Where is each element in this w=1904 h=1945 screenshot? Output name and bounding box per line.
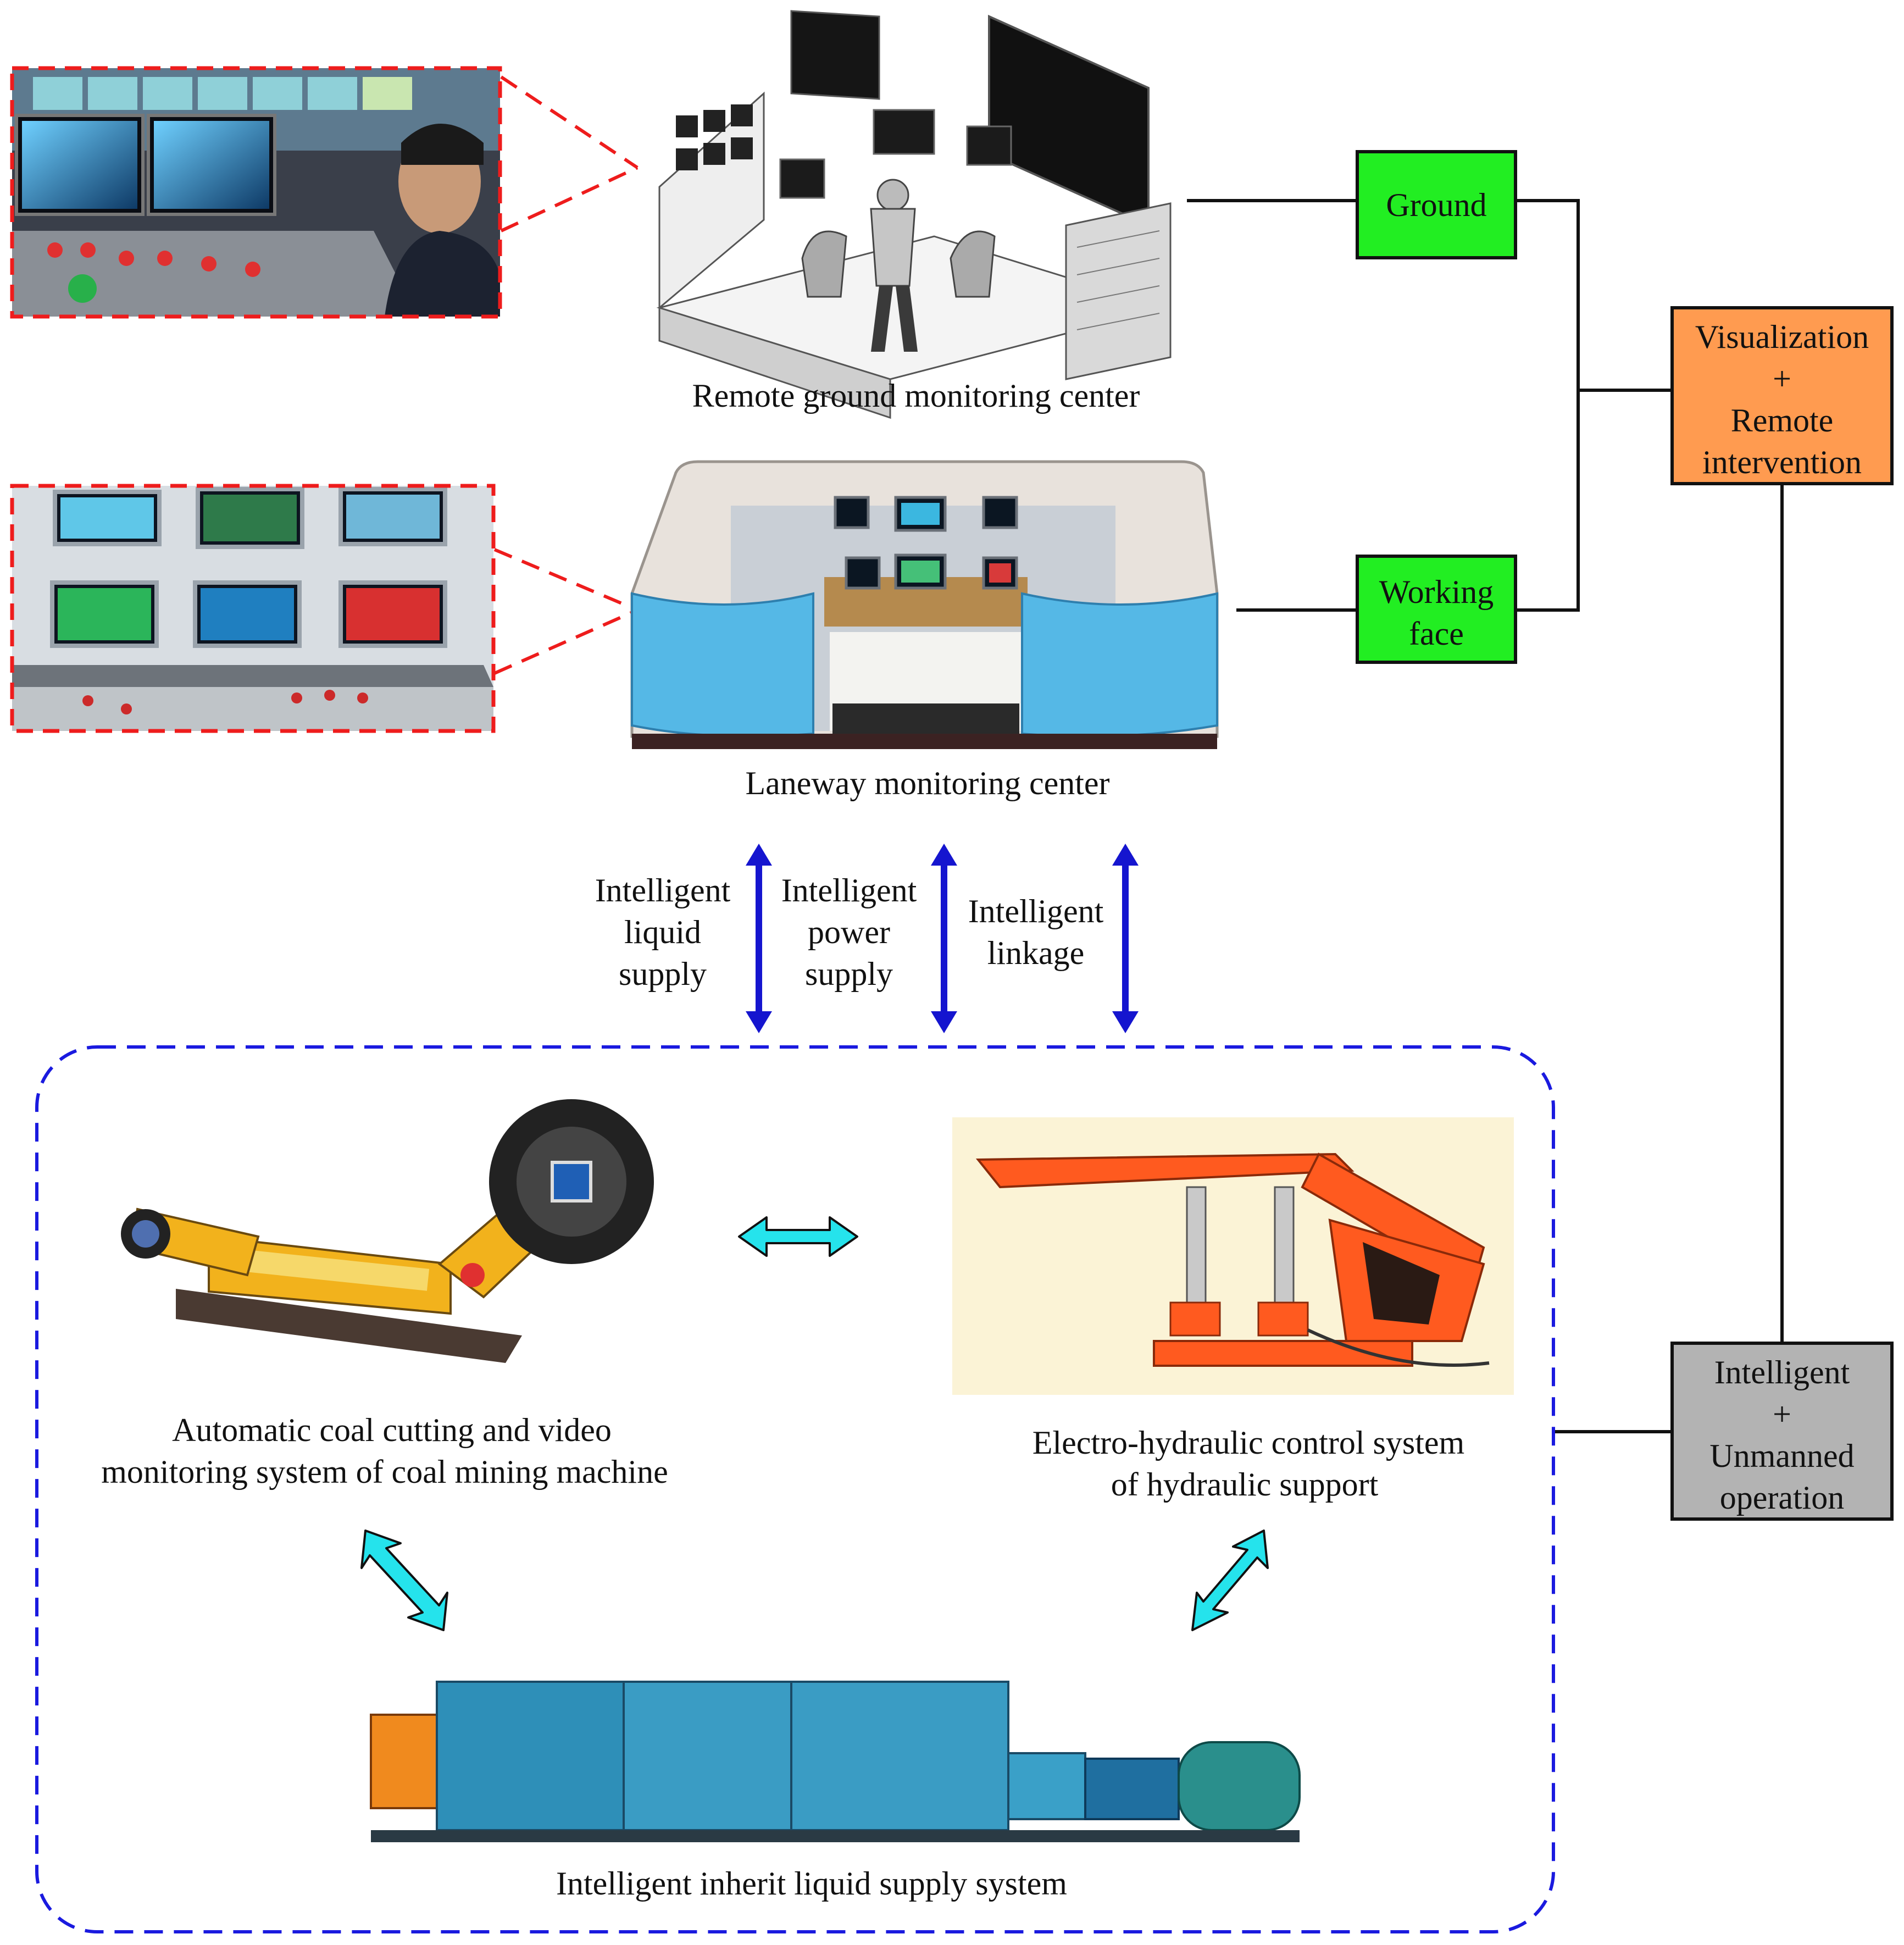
shearer-liquid-arrow (360, 1530, 448, 1631)
callout-lines-middle (493, 548, 639, 675)
working-face-equipment-group (35, 1045, 1555, 1933)
visualization-label-3: Remote (1731, 402, 1834, 439)
liquid-supply-station-illustration (369, 1658, 1314, 1855)
liquid-supply-arrow (746, 844, 772, 1033)
linkage-label-1: Intelligent (968, 893, 1104, 929)
cyan-double-arrows (360, 1216, 1269, 1631)
blue-double-arrows (746, 844, 1139, 1033)
ground-box-label: Ground (1386, 187, 1486, 223)
liquid-supply-label-2: liquid (624, 914, 701, 950)
intelligent-label-3: Unmanned (1709, 1438, 1854, 1474)
working-face-label-2: face (1409, 616, 1464, 652)
caption-laneway: Laneway monitoring center (745, 765, 1109, 801)
support-liquid-arrow (1191, 1530, 1269, 1631)
caption-electro-1: Electro-hydraulic control system (1033, 1425, 1464, 1461)
liquid-supply-label-3: supply (619, 956, 707, 992)
linkage-label-2: linkage (987, 935, 1085, 971)
working-face-box (1356, 555, 1517, 664)
working-face-label-1: Working (1379, 574, 1494, 610)
remote-control-room-illustration (656, 10, 1172, 419)
laneway-console-photo (10, 484, 496, 733)
liquid-supply-label-1: Intelligent (595, 872, 731, 908)
intelligent-label-1: Intelligent (1714, 1354, 1850, 1390)
coal-mining-machine-illustration (121, 1099, 654, 1363)
callout-lines-top (500, 75, 639, 232)
power-supply-label-3: supply (805, 956, 893, 992)
shearer-support-arrow (738, 1216, 858, 1257)
hydraulic-support-illustration (952, 1117, 1514, 1395)
caption-coal-mining-1: Automatic coal cutting and video (172, 1412, 612, 1448)
laneway-monitoring-cabin (630, 460, 1219, 749)
intelligent-label-2: + (1773, 1396, 1791, 1432)
visualization-box (1670, 306, 1894, 485)
caption-coal-mining-2: monitoring system of coal mining machine (101, 1454, 668, 1490)
side-connectors (1187, 199, 1784, 1433)
visualization-label-1: Visualization (1695, 319, 1869, 355)
power-supply-label-1: Intelligent (781, 872, 917, 908)
ground-box (1356, 150, 1517, 259)
power-supply-label-2: power (808, 914, 890, 950)
caption-liquid-system: Intelligent inherit liquid supply system (556, 1865, 1067, 1902)
power-supply-arrow (931, 844, 957, 1033)
visualization-label-4: intervention (1702, 444, 1862, 480)
caption-remote-ground: Remote ground monitoring center (692, 378, 1140, 414)
caption-electro-2: of hydraulic support (1111, 1466, 1379, 1503)
control-room-photo (10, 66, 502, 319)
intelligent-box (1670, 1342, 1894, 1521)
linkage-arrow (1112, 844, 1139, 1033)
intelligent-label-4: operation (1720, 1479, 1845, 1516)
visualization-label-2: + (1773, 361, 1791, 397)
